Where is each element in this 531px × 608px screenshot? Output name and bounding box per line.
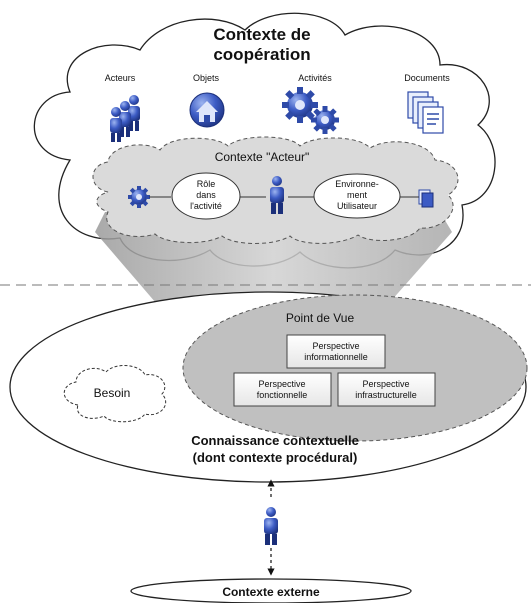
perspective-fonctionnelle-line1: Perspective <box>258 379 305 389</box>
documents-icon <box>407 91 444 134</box>
acteur-context-title: Contexte "Acteur" <box>215 150 310 164</box>
env-line-1: Environne- <box>335 179 379 189</box>
env-line-2: ment <box>347 190 368 200</box>
point-de-vue-title: Point de Vue <box>286 311 355 325</box>
perspective-informationnelle-line2: informationnelle <box>304 352 368 362</box>
role-line-3: l'activité <box>190 201 222 211</box>
role-ellipse <box>171 172 241 220</box>
house-icon <box>189 92 225 128</box>
connaissance-line2: (dont contexte procédural) <box>193 450 358 465</box>
external-person-icon <box>264 507 278 545</box>
gears-icon <box>282 87 339 134</box>
actor-person-icon <box>270 176 284 214</box>
label-documents: Documents <box>404 73 450 83</box>
activity-gear-icon <box>128 186 150 208</box>
label-activites: Activités <box>298 73 332 83</box>
perspective-fonctionnelle-box <box>233 372 332 407</box>
label-acteurs: Acteurs <box>105 73 136 83</box>
externe-label: Contexte externe <box>222 585 320 599</box>
perspective-infrastructurelle-box <box>337 372 436 407</box>
env-ellipse <box>313 173 401 219</box>
small-document-icon <box>418 189 434 208</box>
besoin-cloud <box>63 365 167 423</box>
besoin-label: Besoin <box>94 386 131 400</box>
env-line-3: Utilisateur <box>337 201 377 211</box>
cooperation-title-line1: Contexte de <box>213 25 310 44</box>
cooperation-title-line2: coopération <box>213 45 310 64</box>
perspective-infrastructurelle-line2: infrastructurelle <box>355 390 417 400</box>
acteurs-icon <box>110 95 140 142</box>
connaissance-line1: Connaissance contextuelle <box>191 433 359 448</box>
role-line-2: dans <box>196 190 216 200</box>
perspective-fonctionnelle-line2: fonctionnelle <box>257 390 308 400</box>
perspective-infrastructurelle-line1: Perspective <box>362 379 409 389</box>
perspective-informationnelle-box <box>286 334 386 369</box>
label-objets: Objets <box>193 73 220 83</box>
perspective-informationnelle-line1: Perspective <box>312 341 359 351</box>
role-line-1: Rôle <box>197 179 216 189</box>
